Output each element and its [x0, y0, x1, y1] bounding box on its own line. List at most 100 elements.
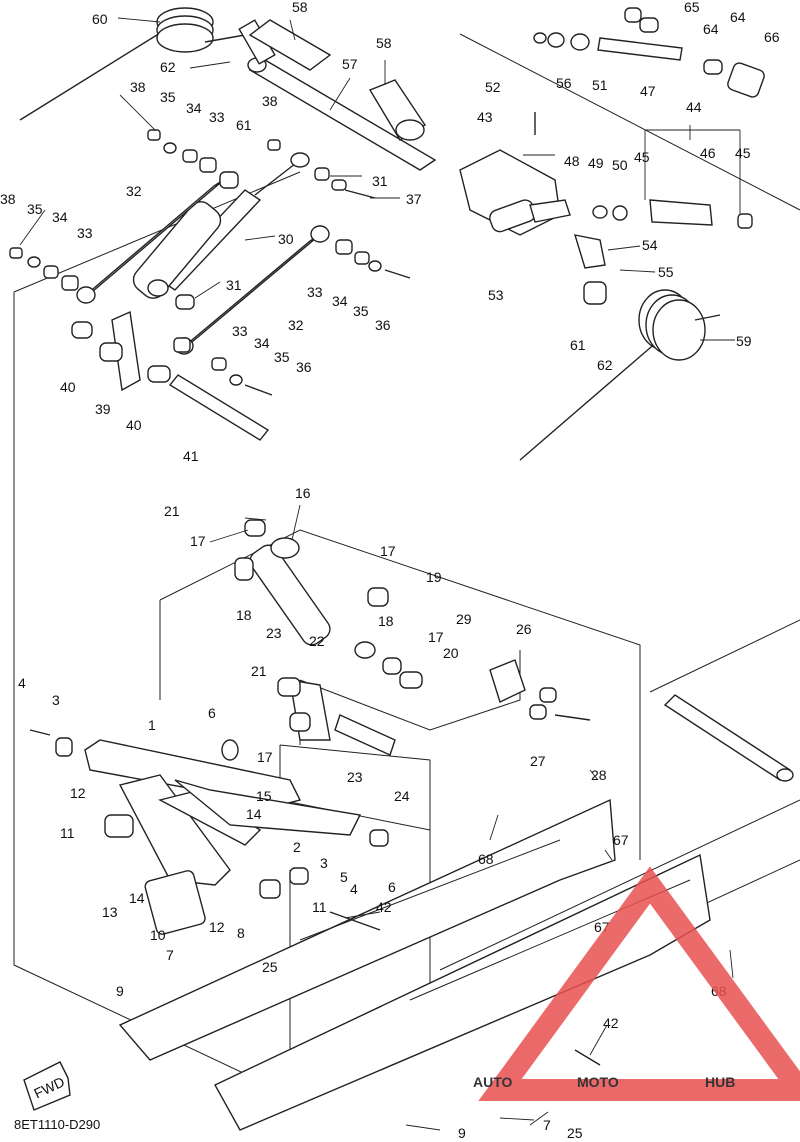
callout-6: 6: [208, 705, 216, 721]
callout-51: 51: [592, 77, 608, 93]
torsion-spring-right: [519, 289, 721, 461]
callout-68: 68: [478, 851, 494, 867]
callout-35: 35: [27, 201, 43, 217]
callout-52: 52: [485, 79, 501, 95]
callout-46: 46: [700, 145, 716, 161]
callout-58: 58: [292, 0, 308, 15]
callout-27: 27: [530, 753, 546, 769]
callout-36: 36: [375, 317, 391, 333]
callout-64: 64: [703, 21, 719, 37]
callout-28: 28: [591, 767, 607, 783]
callout-54: 54: [642, 237, 658, 253]
callout-37: 37: [406, 191, 422, 207]
callout-14: 14: [246, 806, 262, 822]
hardware-top-right: [533, 7, 765, 229]
callout-48: 48: [564, 153, 580, 169]
fwd-arrow: FWD: [23, 1061, 71, 1111]
callout-39: 39: [95, 401, 111, 417]
callout-10: 10: [150, 927, 166, 943]
callout-13: 13: [102, 904, 118, 920]
callout-25: 25: [567, 1125, 583, 1141]
callout-61: 61: [570, 337, 586, 353]
callout-23: 23: [347, 769, 363, 785]
callout-17: 17: [257, 749, 273, 765]
callout-65: 65: [684, 0, 700, 15]
callout-33: 33: [307, 284, 323, 300]
callout-21: 21: [164, 503, 180, 519]
callout-33: 33: [77, 225, 93, 241]
callout-57: 57: [342, 56, 358, 72]
link-22: [221, 677, 396, 761]
rear-shock-16: [234, 519, 423, 689]
callout-25: 25: [262, 959, 278, 975]
callout-42: 42: [376, 899, 392, 915]
bracket-43: [459, 112, 607, 305]
watermark: AUTO MOTO HUB: [473, 866, 800, 1101]
callout-49: 49: [588, 155, 604, 171]
callout-8: 8: [237, 925, 245, 941]
callout-26: 26: [516, 621, 532, 637]
callout-9: 9: [458, 1125, 466, 1141]
callout-23: 23: [266, 625, 282, 641]
callout-34: 34: [332, 293, 348, 309]
callout-3: 3: [52, 692, 60, 708]
callout-30: 30: [278, 231, 294, 247]
callout-21: 21: [251, 663, 267, 679]
callout-33: 33: [209, 109, 225, 125]
callout-45: 45: [634, 149, 650, 165]
callout-59: 59: [736, 333, 752, 349]
callout-38: 38: [262, 93, 278, 109]
callout-14: 14: [129, 890, 145, 906]
shock-absorber-30: [132, 152, 310, 299]
leader-lines: [19, 17, 741, 1131]
callout-55: 55: [658, 264, 674, 280]
callout-24: 24: [394, 788, 410, 804]
front-arm-1: [29, 729, 389, 935]
callout-66: 66: [764, 29, 780, 45]
callout-53: 53: [488, 287, 504, 303]
callout-15: 15: [256, 788, 272, 804]
callout-7: 7: [166, 947, 174, 963]
callout-36: 36: [296, 359, 312, 375]
hardware-middle: [173, 167, 411, 396]
callout-64: 64: [730, 9, 746, 25]
callout-17: 17: [190, 533, 206, 549]
callout-40: 40: [126, 417, 142, 433]
callout-16: 16: [295, 485, 311, 501]
callout-43: 43: [477, 109, 493, 125]
bracket-26: [489, 659, 591, 721]
callout-38: 38: [130, 79, 146, 95]
shaft-63: [663, 694, 794, 782]
bushing-58: [248, 19, 426, 141]
torsion-spring-left: [19, 7, 246, 121]
callout-34: 34: [186, 100, 202, 116]
callout-31: 31: [226, 277, 242, 293]
shaft-57: [238, 19, 437, 171]
callout-2: 2: [293, 839, 301, 855]
callout-50: 50: [612, 157, 628, 173]
callout-6: 6: [388, 879, 396, 895]
links-32: [76, 171, 330, 355]
callout-58: 58: [376, 35, 392, 51]
callout-11: 11: [60, 825, 75, 841]
callout-45: 45: [735, 145, 751, 161]
diagram-code: 8ET1110-D290: [14, 1117, 101, 1132]
callout-44: 44: [686, 99, 702, 115]
callout-1: 1: [148, 717, 156, 733]
watermark-triangle: [478, 866, 800, 1101]
callout-32: 32: [126, 183, 142, 199]
callout-18: 18: [236, 607, 252, 623]
callout-42: 42: [603, 1015, 619, 1031]
callout-34: 34: [52, 209, 68, 225]
callout-33: 33: [232, 323, 248, 339]
callout-5: 5: [340, 869, 348, 885]
callout-60: 60: [92, 11, 108, 27]
callout-12: 12: [209, 919, 225, 935]
callout-62: 62: [160, 59, 176, 75]
shaft-41: [168, 374, 270, 441]
callout-18: 18: [378, 613, 394, 629]
callout-4: 4: [18, 675, 26, 691]
watermark-auto: AUTO: [473, 1074, 513, 1090]
